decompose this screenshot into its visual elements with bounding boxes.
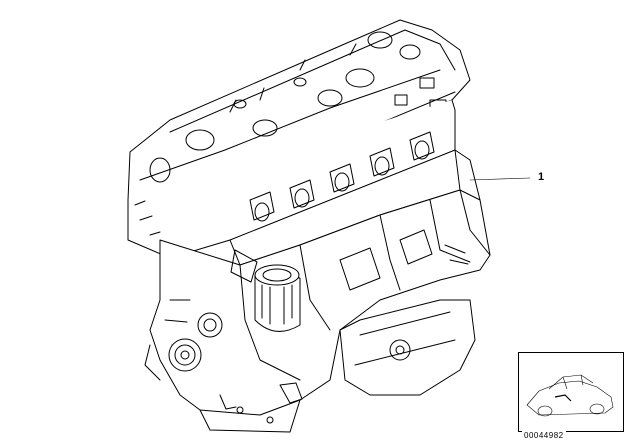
vehicle-thumbnail bbox=[518, 352, 624, 432]
callout-leader bbox=[469, 177, 531, 181]
front-pulley bbox=[144, 312, 223, 381]
lower-hardware bbox=[219, 382, 303, 424]
oil-filter-housing bbox=[230, 249, 301, 332]
oil-pan bbox=[199, 299, 476, 433]
car-silhouette-icon bbox=[526, 374, 614, 417]
part-callout-number: 1 bbox=[538, 171, 545, 183]
thumbnail-code: 00044982 bbox=[522, 431, 566, 440]
block-right-side bbox=[444, 149, 491, 265]
